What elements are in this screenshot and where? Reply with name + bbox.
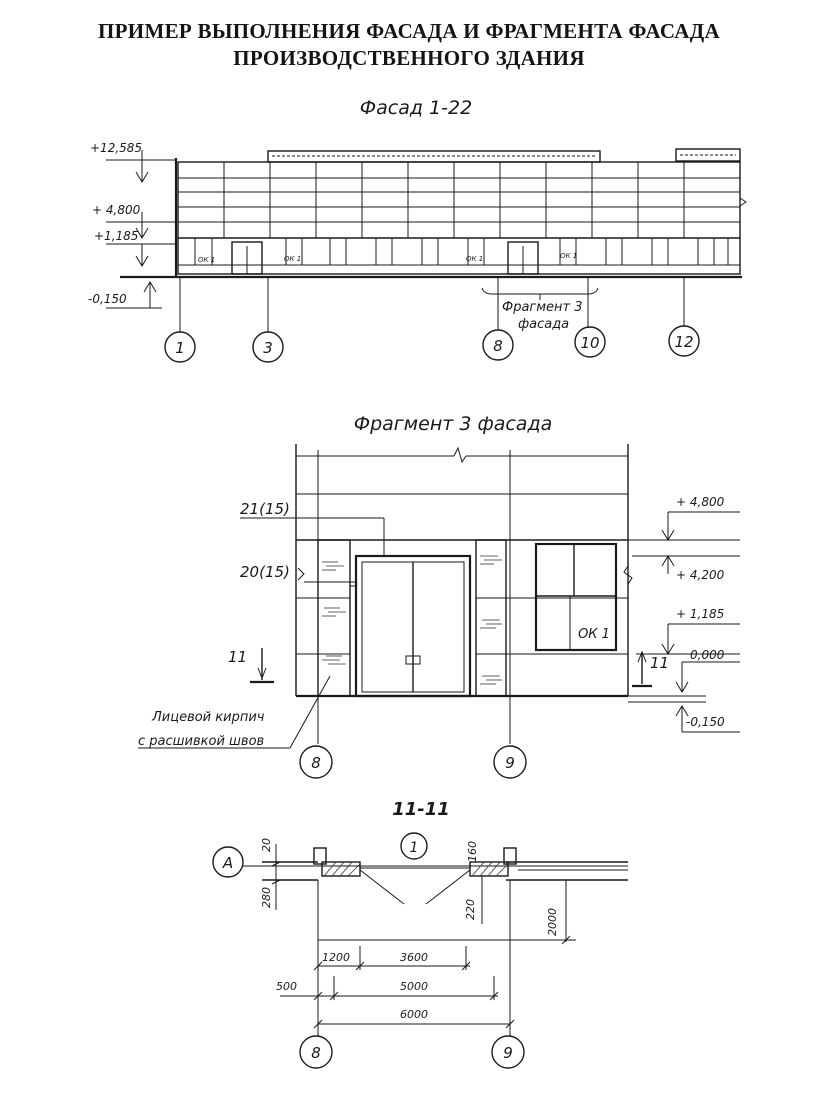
level-mark: 0,000	[690, 648, 725, 662]
dimension-label: 2000	[546, 908, 559, 936]
axis-label: А	[222, 854, 233, 872]
dimension-label: 280	[260, 887, 273, 908]
fragment-caption: Фрагмент 3 фасада	[354, 413, 552, 435]
axis-bubble-8	[299, 745, 333, 779]
axis-label: 10	[580, 334, 599, 352]
axis-label: 8	[311, 1044, 321, 1062]
fragment-level-marks: + 4,800 + 4,200 + 1,185 0,000 -0,150	[628, 495, 740, 733]
door-handle	[405, 655, 421, 665]
brick-pier-right	[475, 539, 507, 697]
facade-outline	[177, 161, 741, 275]
section-mark: 11	[228, 648, 247, 666]
roof-lantern-right	[675, 148, 741, 162]
level-mark: -0,150	[686, 715, 725, 729]
column-left	[313, 847, 327, 865]
title-line-2: ПРОИЗВОДСТВЕННОГО ЗДАНИЯ	[233, 46, 585, 70]
dimension-label: 160	[466, 841, 479, 862]
window-mark: ОК 1	[198, 256, 215, 264]
fragment-elevation: Фрагмент 3 фасада	[138, 413, 740, 779]
brick-note: с расшивкой швов	[138, 734, 264, 749]
window-mark: ОК 1	[466, 255, 483, 263]
level-mark: + 4,200	[676, 568, 725, 582]
axis-label: 9	[503, 1044, 513, 1062]
level-mark: +12,585	[90, 141, 142, 155]
position-callout-20: 20(15)	[240, 563, 290, 581]
axis-bubble-10	[574, 326, 606, 358]
axis-label: 8	[311, 754, 321, 772]
axis-label: 3	[263, 339, 273, 357]
title-line-1: ПРИМЕР ВЫПОЛНЕНИЯ ФАСАДА И ФРАГМЕНТА ФАС…	[98, 19, 720, 43]
dimension-label: 20	[260, 838, 273, 852]
axis-bubble-8	[482, 329, 514, 361]
window-mark: ОК 1	[560, 252, 577, 260]
axis-label: 12	[674, 333, 693, 351]
dimension-label: 220	[464, 899, 477, 920]
level-mark: +1,185	[94, 229, 138, 243]
dimension-label: 500	[276, 980, 297, 993]
level-mark: + 4,800	[92, 203, 141, 217]
axis-label: 8	[493, 337, 503, 355]
facade-axes: 1 3 8 10 12	[164, 277, 700, 363]
facade-level-marks: +12,585 + 4,800 +1,185 -0,150	[88, 141, 176, 309]
axis-label: 1	[175, 339, 185, 357]
position-bubble-1	[400, 832, 428, 860]
section-caption: 11-11	[392, 799, 450, 820]
dimension-label: 5000	[400, 980, 428, 993]
pier-left-plan	[321, 861, 361, 877]
axis-bubble-8	[299, 1035, 333, 1069]
axis-bubble-9	[493, 745, 527, 779]
pier-right-plan	[469, 861, 509, 877]
brick-note: Лицевой кирпич	[151, 710, 265, 725]
position-callout-21: 21(15)	[240, 500, 290, 518]
level-mark: + 1,185	[676, 607, 724, 621]
axis-bubble-9	[491, 1035, 525, 1069]
window-mark: ОК 1	[578, 627, 610, 642]
level-mark: -0,150	[88, 292, 127, 306]
axis-bubble-A	[212, 846, 244, 878]
vertical-panel-joints	[223, 162, 685, 238]
section-mark: 11	[650, 654, 669, 672]
fragment-label: фасада	[518, 317, 569, 332]
facade-elevation: Фасад 1-22	[88, 97, 747, 363]
dimension-label: 6000	[400, 1008, 428, 1021]
axis-bubble-1	[164, 331, 196, 363]
window-ok1-frame	[534, 542, 618, 652]
window-mark: ОК 1	[284, 255, 301, 263]
facade-caption: Фасад 1-22	[360, 97, 472, 119]
brick-pier-left	[317, 539, 351, 697]
position-label: 1	[410, 840, 419, 856]
brick-hatching	[322, 555, 502, 685]
window-mullions	[194, 238, 729, 265]
axis-bubble-12	[668, 325, 700, 357]
section-plan: 11-11 А 1 20	[212, 799, 628, 1069]
fragment-label: Фрагмент 3	[502, 300, 583, 315]
break-mark	[623, 565, 633, 585]
fragment-bracket	[481, 287, 599, 295]
column-right	[503, 847, 517, 865]
level-mark: + 4,800	[676, 495, 725, 509]
axis-label: 9	[505, 754, 515, 772]
axis-bubble-3	[252, 331, 284, 363]
dimension-label: 1200	[322, 951, 350, 964]
break-mark	[739, 197, 747, 207]
dimension-label: 3600	[400, 951, 428, 964]
